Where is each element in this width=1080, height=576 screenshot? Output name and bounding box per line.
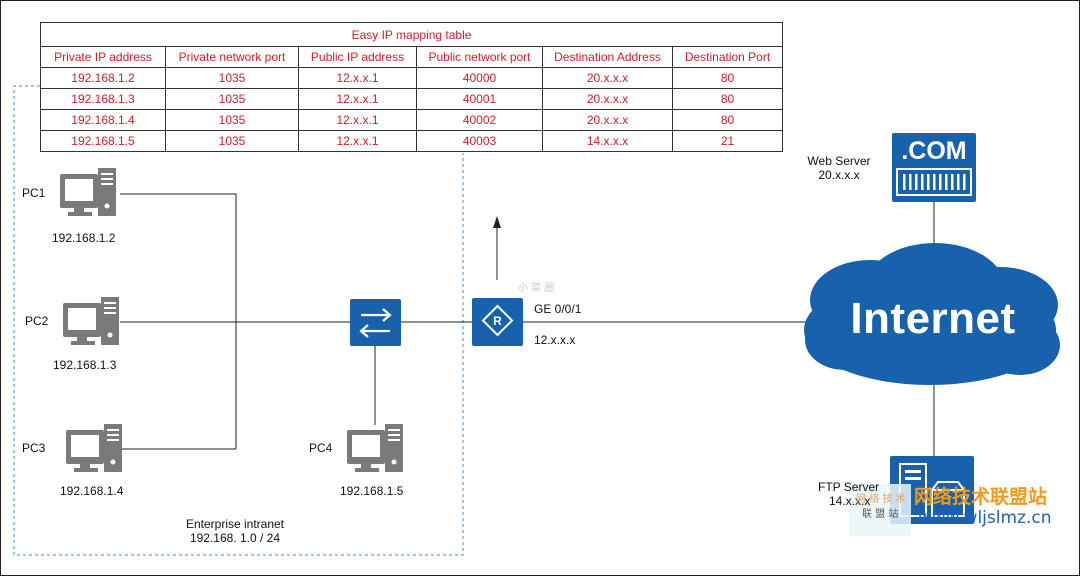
web-server-badge: .COM: [901, 137, 967, 165]
watermark-stamp-line2: 联 盟 站: [862, 509, 899, 520]
table-header-row: Private IP address Private network port …: [40, 46, 784, 68]
table-cell: 1035: [165, 130, 299, 152]
table-cell: 12.x.x.1: [298, 67, 417, 89]
table-cell: 1035: [165, 67, 299, 89]
pc2-computer-icon: [63, 297, 119, 345]
pc4-ip: 192.168.1.5: [340, 484, 404, 498]
pc3-ip: 192.168.1.4: [60, 484, 124, 498]
table-cell: 1035: [165, 109, 299, 131]
table-row: 192.168.1.2 1035 12.x.x.1 40000 20.x.x.x…: [40, 67, 784, 89]
table-cell: 192.168.1.3: [40, 88, 166, 110]
table-cell: 20.x.x.x: [542, 67, 673, 89]
connection-lines: [120, 193, 935, 456]
web-server-ip: 20.x.x.x: [818, 168, 860, 182]
table-cell: 12.x.x.1: [298, 130, 417, 152]
table-cell: 80: [671, 88, 784, 110]
table-cell: 12.x.x.1: [298, 88, 417, 110]
watermark-stamp-bg: [849, 484, 911, 536]
table-cell: 80: [671, 109, 784, 131]
table-cell: 40000: [416, 67, 543, 89]
ftp-server-ip: 14.x.x.x: [829, 494, 871, 508]
table-cell: 80: [671, 67, 784, 89]
table-cell: 40001: [416, 88, 543, 110]
intranet-boundary: [13, 85, 464, 556]
column-header: Private IP address: [40, 46, 166, 68]
column-header: Private network port: [165, 46, 299, 68]
table-title: Easy IP mapping table: [39, 22, 784, 47]
pc1-ip: 192.168.1.2: [52, 231, 116, 245]
pc2-ip: 192.168.1.3: [53, 358, 117, 372]
table-cell: 192.168.1.4: [40, 109, 166, 131]
pc3-computer-icon: [66, 424, 122, 472]
internet-cloud-icon: [804, 243, 1060, 385]
column-header: Public IP address: [298, 46, 417, 68]
table-cell: 192.168.1.5: [40, 130, 166, 152]
easy-ip-mapping-table: Easy IP mapping table Private IP address…: [39, 22, 784, 152]
table-cell: 192.168.1.2: [40, 67, 166, 89]
web-server-icon: [892, 133, 976, 202]
table-row: 192.168.1.4 1035 12.x.x.1 40002 20.x.x.x…: [40, 109, 784, 131]
table-cell: 14.x.x.x: [542, 130, 673, 152]
watermark-small: 小 菜 圈: [518, 283, 555, 294]
ftp-server-label: FTP Server: [818, 480, 880, 494]
watermark-brand: 网络技术联盟站: [914, 486, 1048, 508]
web-server-label: Web Server: [807, 154, 871, 168]
intranet-label: Enterprise intranet: [185, 517, 285, 531]
table-cell: 1035: [165, 88, 299, 110]
table-cell: 40002: [416, 109, 543, 131]
watermark-url: www.wljslmz.cn: [918, 508, 1052, 528]
intranet-subnet: 192.168. 1.0 / 24: [189, 531, 281, 545]
watermark-stamp-line1: 网 络 技 术: [856, 494, 906, 505]
router-interface-label: GE 0/0/1: [534, 302, 582, 316]
column-header: Destination Port: [671, 46, 784, 68]
pc3-label: PC3: [22, 441, 46, 455]
table-cell: 20.x.x.x: [542, 88, 673, 110]
pc1-computer-icon: [60, 168, 116, 216]
internet-label: Internet: [850, 294, 1016, 343]
router-ip: 12.x.x.x: [534, 333, 576, 347]
pc4-computer-icon: [347, 424, 403, 472]
upload-arrow: [493, 216, 501, 228]
table-row: 192.168.1.3 1035 12.x.x.1 40001 20.x.x.x…: [40, 88, 784, 110]
table-row: 192.168.1.5 1035 12.x.x.1 40003 14.x.x.x…: [40, 130, 784, 152]
pc1-label: PC1: [22, 186, 46, 200]
table-cell: 21: [671, 130, 784, 152]
pc4-label: PC4: [309, 441, 333, 455]
table-cell: 12.x.x.1: [298, 109, 417, 131]
column-header: Destination Address: [542, 46, 673, 68]
column-header: Public network port: [416, 46, 543, 68]
router-icon: R: [472, 298, 523, 346]
svg-text:R: R: [493, 314, 502, 328]
switch-icon: [350, 299, 401, 346]
table-cell: 40003: [416, 130, 543, 152]
pc2-label: PC2: [25, 314, 49, 328]
table-cell: 20.x.x.x: [542, 109, 673, 131]
